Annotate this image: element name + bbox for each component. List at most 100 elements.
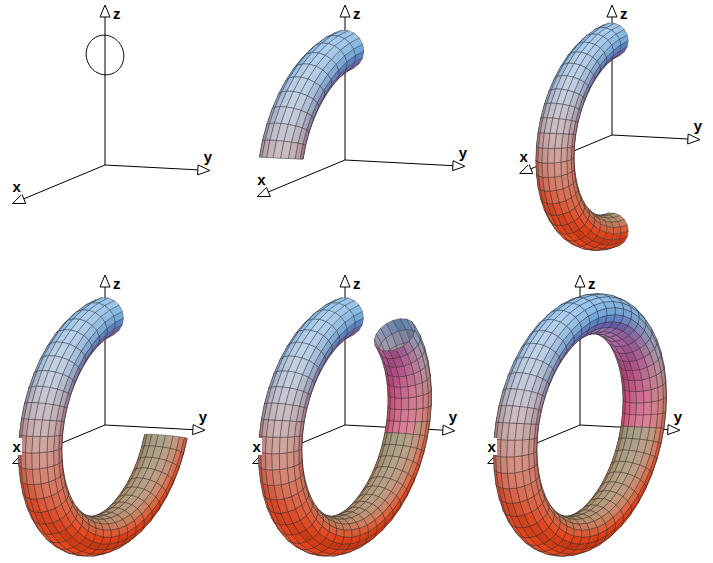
surface-patch xyxy=(261,453,266,470)
surface-patch xyxy=(388,395,390,408)
surface-patch xyxy=(103,530,111,537)
surface-patch xyxy=(561,161,567,176)
axis-line xyxy=(24,165,105,199)
surface-patch xyxy=(548,148,555,163)
axis-group xyxy=(488,275,680,463)
surface-patch xyxy=(294,450,299,466)
axis-group xyxy=(13,275,205,463)
axis-arrowhead xyxy=(607,5,617,17)
axis-arrowhead xyxy=(668,425,680,435)
axis-group xyxy=(257,5,465,197)
surface-patch xyxy=(56,358,69,375)
axis-arrowhead xyxy=(453,161,465,171)
surface-patch xyxy=(288,108,301,126)
surface-patch xyxy=(400,410,408,422)
surface-patch xyxy=(32,436,40,453)
surface-patch xyxy=(302,344,316,360)
surface-patch xyxy=(47,436,55,452)
axis-arrowhead xyxy=(198,165,210,175)
surface-patch xyxy=(409,397,417,410)
surface-patch xyxy=(396,346,407,357)
surface-patch xyxy=(408,409,416,422)
axis-line xyxy=(268,160,345,192)
surface-patch xyxy=(395,398,401,410)
axis-line xyxy=(612,135,688,139)
surface-patch xyxy=(41,482,51,498)
surface-patch xyxy=(416,395,423,409)
surface-patch xyxy=(42,404,53,421)
axis-arrowhead xyxy=(520,164,533,173)
axis-arrowhead xyxy=(340,5,350,17)
axis-arrowhead xyxy=(100,275,110,287)
surface-patch xyxy=(32,453,40,469)
surface-patch xyxy=(400,446,411,459)
surface-patch xyxy=(111,529,120,537)
surface-patch xyxy=(574,65,586,79)
surface-patch xyxy=(352,528,361,537)
torus-surface xyxy=(259,30,363,159)
surface-patch xyxy=(26,436,33,453)
surface-patch xyxy=(46,388,58,405)
surface-patch xyxy=(390,397,395,409)
surface-patch xyxy=(159,447,170,460)
surface-patch xyxy=(163,435,173,448)
surface-patch xyxy=(567,147,572,161)
surface-patch xyxy=(563,90,574,105)
axis-arrowhead xyxy=(340,275,350,287)
surface-patch xyxy=(300,79,314,96)
surface-patch xyxy=(559,104,569,119)
axis-line xyxy=(105,425,193,430)
axis-arrowhead xyxy=(575,275,585,287)
surface-patch xyxy=(62,344,76,360)
surface-patch xyxy=(39,452,47,469)
surface-patch xyxy=(542,148,548,163)
axis-arrowhead xyxy=(100,5,110,17)
axis-arrowhead xyxy=(193,425,205,435)
surface-patch xyxy=(408,385,416,398)
surface-patch xyxy=(567,160,572,174)
axis-arrowhead xyxy=(688,134,700,144)
surface-patch xyxy=(555,134,563,149)
surface-patch xyxy=(50,372,62,389)
surface-patch xyxy=(568,77,580,92)
surface-patch xyxy=(281,483,291,499)
surface-patch xyxy=(44,496,55,511)
surface-patch xyxy=(556,119,565,134)
surface-patch xyxy=(620,225,628,233)
torus-surface xyxy=(19,298,187,556)
axis-line xyxy=(105,165,198,170)
axis-arrowhead xyxy=(13,194,26,203)
surface-patch xyxy=(554,162,561,177)
generating-circle xyxy=(86,35,124,75)
surface-patch xyxy=(54,450,59,466)
surface-patch xyxy=(40,467,49,483)
surface-patch xyxy=(406,422,415,435)
surface-patch xyxy=(344,530,352,537)
surface-patch xyxy=(281,141,292,158)
surface-patch xyxy=(294,93,307,110)
surface-patch xyxy=(284,124,296,142)
surface-patch xyxy=(613,227,620,234)
axis-arrowhead xyxy=(443,425,455,435)
axis-group xyxy=(520,5,700,173)
surface-patch xyxy=(548,163,555,178)
surface-patch xyxy=(403,434,413,447)
surface-patch xyxy=(401,386,409,398)
axis-line xyxy=(345,160,453,166)
surface-patch xyxy=(308,66,323,82)
axis-line xyxy=(105,17,106,165)
axis-group xyxy=(253,275,455,463)
surface-patch xyxy=(423,393,428,408)
surface-patch xyxy=(280,468,289,484)
surface-patch xyxy=(401,398,408,410)
surface-patch xyxy=(395,457,406,470)
surface-patch xyxy=(40,420,50,436)
surface-patch xyxy=(394,409,401,421)
torus-surface xyxy=(536,23,628,250)
surface-patch xyxy=(554,148,561,163)
surface-patch xyxy=(295,358,308,375)
surface-patch xyxy=(556,189,565,203)
surface-patch xyxy=(555,176,563,191)
surface-patch xyxy=(284,497,295,512)
